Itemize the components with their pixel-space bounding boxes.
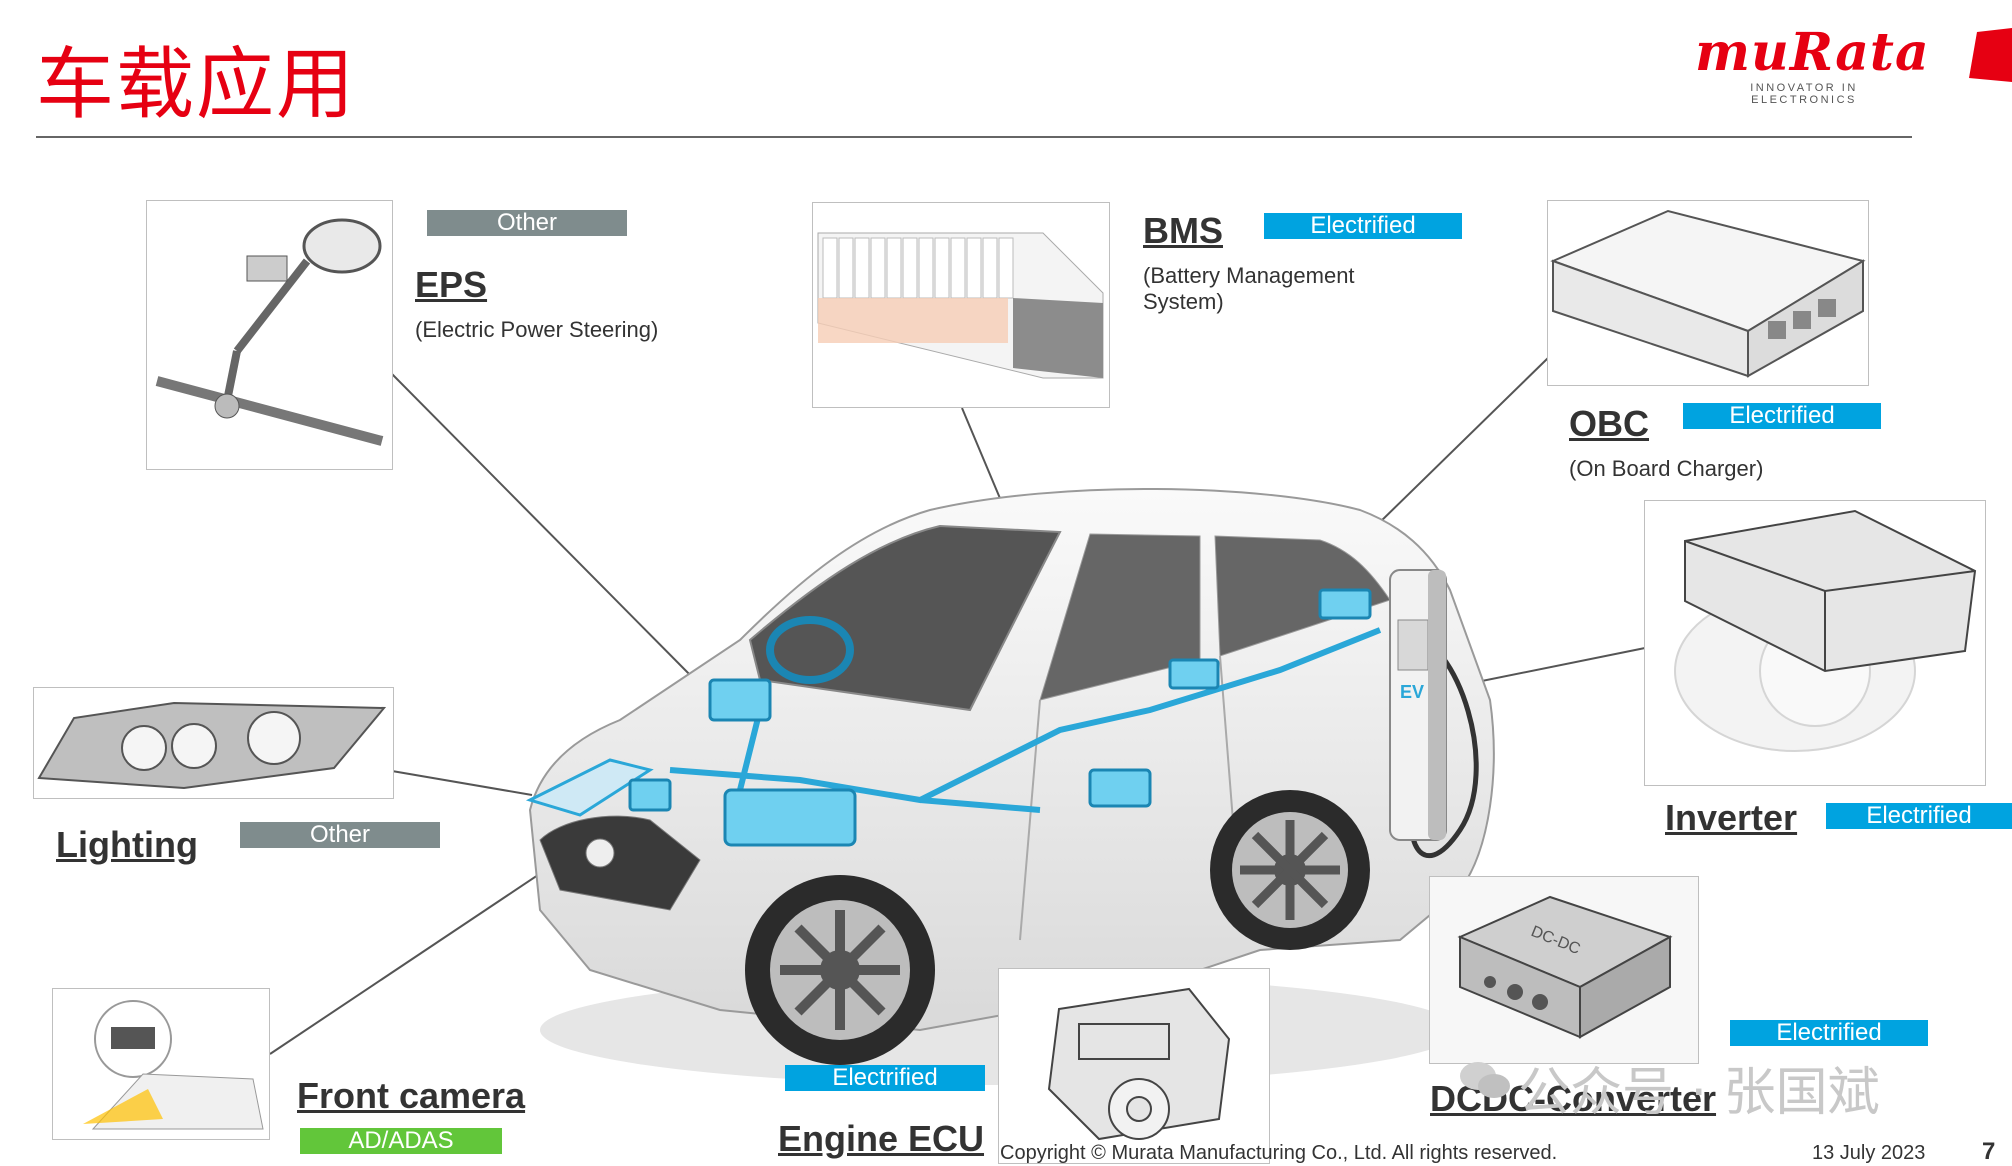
ev-charging-station: EV [1380,560,1460,850]
obc-description: (On Board Charger) [1569,456,1763,482]
eps-category-badge: Other [427,210,627,236]
eps-label: EPS [415,264,487,306]
watermark: 公众号 · 张国斌 [1518,1050,1880,1125]
bms-category-badge: Electrified [1264,213,1462,239]
inverter-image [1644,500,1986,786]
headlamp-icon [34,688,393,798]
engine-ecu-label: Engine ECU [778,1118,984,1160]
eps-description: (Electric Power Steering) [415,317,658,343]
front-camera-image [52,988,270,1140]
obc-label: OBC [1569,403,1649,445]
charger-module-icon [1548,201,1868,385]
steering-assembly-icon [147,201,392,469]
front-camera-category-badge: AD/ADAS [300,1128,502,1154]
dcdc-category-badge: Electrified [1730,1020,1928,1046]
engine-icon [999,969,1269,1163]
engine-ecu-category-badge: Electrified [785,1065,985,1091]
ev-label: EV [1400,682,1424,702]
battery-pack-icon [813,203,1109,407]
wechat-icon [1458,1058,1512,1102]
obc-category-badge: Electrified [1683,403,1881,429]
bms-description: (Battery Management System) [1143,263,1383,315]
engine-ecu-image [998,968,1270,1164]
obc-image [1547,200,1869,386]
lighting-image [33,687,394,799]
inverter-label: Inverter [1665,797,1797,839]
dcdc-box-icon: DC-DC [1430,877,1698,1063]
lighting-label: Lighting [56,824,198,866]
bms-label: BMS [1143,210,1223,252]
dcdc-image: DC-DC [1429,876,1699,1064]
front-camera-icon [53,989,269,1139]
eps-image [146,200,393,470]
lighting-category-badge: Other [240,822,440,848]
inverter-motor-icon [1645,501,1985,785]
bms-image [812,202,1110,408]
front-camera-label: Front camera [297,1075,525,1117]
inverter-category-badge: Electrified [1826,803,2012,829]
